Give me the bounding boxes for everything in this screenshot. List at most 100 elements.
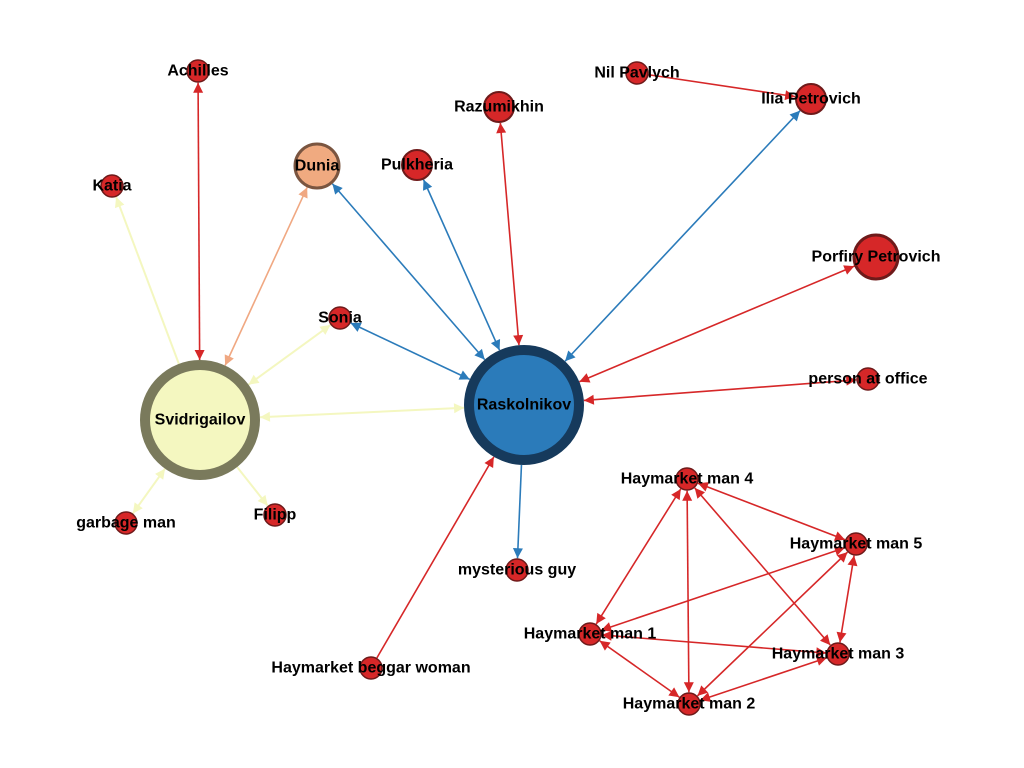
edge-arrowhead-source [697,685,709,696]
edge-line [648,73,796,98]
edge-haymarket-man-2-haymarket-man-5 [696,551,849,697]
edge-arrowhead-source [700,692,712,702]
node-katia[interactable] [100,174,124,198]
node-haymarket-man-4[interactable] [675,467,699,491]
edge-svidrigailov-filipp [236,466,269,507]
edge-arrowhead-target [682,490,693,501]
edge-line [699,656,828,702]
node-haymarket-man-1[interactable] [578,622,602,646]
edge-arrowhead-target [513,334,524,346]
node-raskolnikov[interactable] [464,345,584,465]
edge-arrowhead-target [671,488,681,501]
edge-raskolnikov-ilia-petrovich [564,110,801,362]
edge-arrowhead-target [257,494,268,506]
edge-arrowhead-source [490,339,501,351]
edge-arrowhead-source [496,122,507,134]
edge-line [694,487,831,646]
node-mysterious-guy[interactable] [505,558,529,582]
node-haymarket-beggar-woman[interactable] [359,656,383,680]
node-label-haymarket-man-2: Haymarket man 2 [623,696,756,713]
node-label-haymarket-man-3: Haymarket man 3 [772,646,905,663]
edge-arrowhead-target [224,354,234,366]
edge-haymarket-man-3-haymarket-man-5 [836,555,858,643]
node-label-achilles: Achilles [167,63,228,80]
edge-line [115,196,180,365]
node-porfiry-petrovich[interactable] [852,233,900,281]
edge-haymarket-man-2-haymarket-man-3 [699,656,828,702]
edge-svidrigailov-garbage-man [132,468,166,515]
edge-arrowhead-source [596,612,606,625]
edge-arrowhead-target [583,394,595,405]
nodes-layer [100,59,900,716]
edge-line [599,640,680,698]
node-svidrigailov[interactable] [140,360,260,480]
edge-person-at-office-raskolnikov [583,375,857,405]
edge-arrowhead-source [845,375,857,386]
edge-line [331,183,486,361]
edge-arrowhead-source [155,468,165,480]
edge-line [697,482,846,541]
edge-sonia-svidrigailov [247,324,332,386]
edge-line [578,265,855,383]
edge-line [247,324,332,386]
node-ilia-petrovich[interactable] [795,83,827,115]
edge-arrowhead-target [836,552,848,563]
edge-razumikhin-raskolnikov [496,122,524,346]
node-haymarket-man-5[interactable] [844,532,868,556]
node-label-garbage-man: garbage man [76,515,176,532]
edge-arrowhead-source [843,265,855,275]
edge-arrowhead-target [453,403,465,414]
node-label-porfiry-petrovich: Porfiry Petrovich [812,249,941,266]
edge-arrowhead-source [601,630,613,641]
edge-arrowhead-target [668,687,680,698]
node-label-ilia-petrovich: Ilia Petrovich [761,91,861,108]
node-label-dunia: Dunia [295,158,340,175]
edge-dunia-svidrigailov [224,187,308,366]
edge-line [686,490,690,693]
edge-arrowhead-source [565,350,576,362]
node-garbage-man[interactable] [114,511,138,535]
edge-achilles-svidrigailov [193,82,205,361]
node-filipp[interactable] [263,503,287,527]
edge-arrowhead-source [599,640,611,651]
node-label-sonia: Sonia [318,310,362,327]
edge-line [564,110,801,362]
node-haymarket-man-3[interactable] [826,642,850,666]
edge-line [499,122,520,346]
edge-arrowhead-source [259,411,271,422]
node-person-at-office[interactable] [856,367,880,391]
edge-arrowhead-target [350,322,362,332]
node-sonia[interactable] [328,306,352,330]
edge-arrowhead-target [579,373,591,383]
node-achilles[interactable] [186,59,210,83]
edges-layer [114,73,858,702]
edge-arrowhead-target [694,487,705,499]
node-label-filipp: Filipp [254,507,297,524]
node-label-svidrigailov: Svidrigailov [155,412,246,429]
node-label-haymarket-man-5: Haymarket man 5 [790,536,923,553]
edge-haymarket-man-3-haymarket-man-4 [694,487,831,646]
edge-line [259,406,465,419]
node-label-person-at-office: person at office [808,371,927,388]
edge-svidrigailov-katia [114,196,180,365]
edge-arrowhead-target [423,179,433,191]
edge-arrowhead-target [114,196,125,209]
edge-raskolnikov-mysterious-guy [512,464,523,559]
node-nil-pavlych[interactable] [625,61,649,85]
edge-line [376,456,495,659]
edge-arrowhead-target [132,502,143,514]
edge-arrowhead-target [784,90,796,101]
edge-arrowhead-target [332,183,343,195]
edge-haymarket-man-4-haymarket-man-5 [697,482,846,541]
edge-line [197,82,201,361]
node-label-pulkheria: Pulkheria [381,157,453,174]
edge-haymarket-man-1-haymarket-man-2 [599,640,680,698]
node-pulkheria[interactable] [401,149,433,181]
node-dunia[interactable] [293,142,341,190]
node-razumikhin[interactable] [483,91,515,123]
edge-arrowhead-source [319,324,331,335]
node-label-mysterious-guy: mysterious guy [458,562,576,579]
node-haymarket-man-2[interactable] [677,692,701,716]
edge-arrowhead-source [298,187,308,199]
